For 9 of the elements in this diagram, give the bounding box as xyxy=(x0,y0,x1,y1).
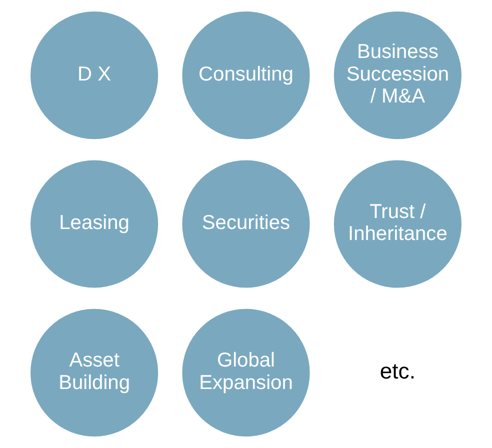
node-circle: Trust / Inheritance xyxy=(334,160,462,288)
node-circle: Consulting xyxy=(182,12,310,140)
node-circle: Securities xyxy=(182,160,310,288)
node-circle: Asset Building xyxy=(30,308,158,436)
node-circle: Global Expansion xyxy=(182,308,310,436)
node-circle: D X xyxy=(30,12,158,140)
node-circle: Business Succession / M&A xyxy=(334,12,462,140)
node-circle: Leasing xyxy=(30,160,158,288)
label: etc. xyxy=(380,358,416,384)
